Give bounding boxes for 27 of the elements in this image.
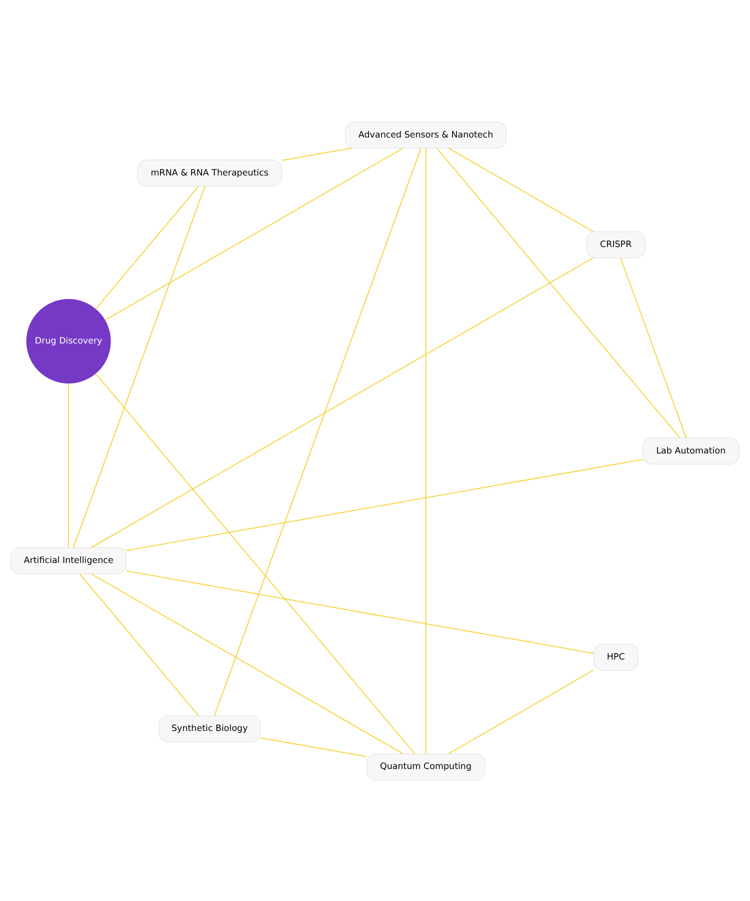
connector: [79, 572, 200, 716]
node-box: Lab Automation: [642, 437, 740, 464]
node-box: Advanced Sensors & Nanotech: [344, 121, 507, 148]
connector: [95, 372, 416, 754]
connector: [68, 382, 69, 548]
connector: [126, 458, 644, 550]
connector: [620, 257, 687, 438]
connector: [214, 147, 422, 716]
connector: [260, 736, 368, 756]
node-circle: Drug Discovery: [26, 298, 111, 384]
node-box: Artificial Intelligence: [10, 546, 126, 574]
connector: [436, 147, 680, 438]
connector: [72, 185, 206, 548]
connector: [448, 669, 594, 754]
connector: [91, 573, 404, 754]
node-box: CRISPR: [586, 230, 646, 258]
connector: [448, 147, 594, 232]
connector: [126, 570, 594, 654]
node-box: mRNA & RNA Therapeutics: [137, 159, 282, 186]
node-box: Quantum Computing: [366, 753, 486, 780]
node-box: HPC: [593, 643, 638, 670]
connector: [95, 185, 199, 310]
node-box: Synthetic Biology: [158, 714, 261, 742]
connector: [90, 257, 594, 548]
connector: [104, 147, 404, 320]
connector: [281, 147, 352, 160]
connector: [425, 147, 426, 754]
